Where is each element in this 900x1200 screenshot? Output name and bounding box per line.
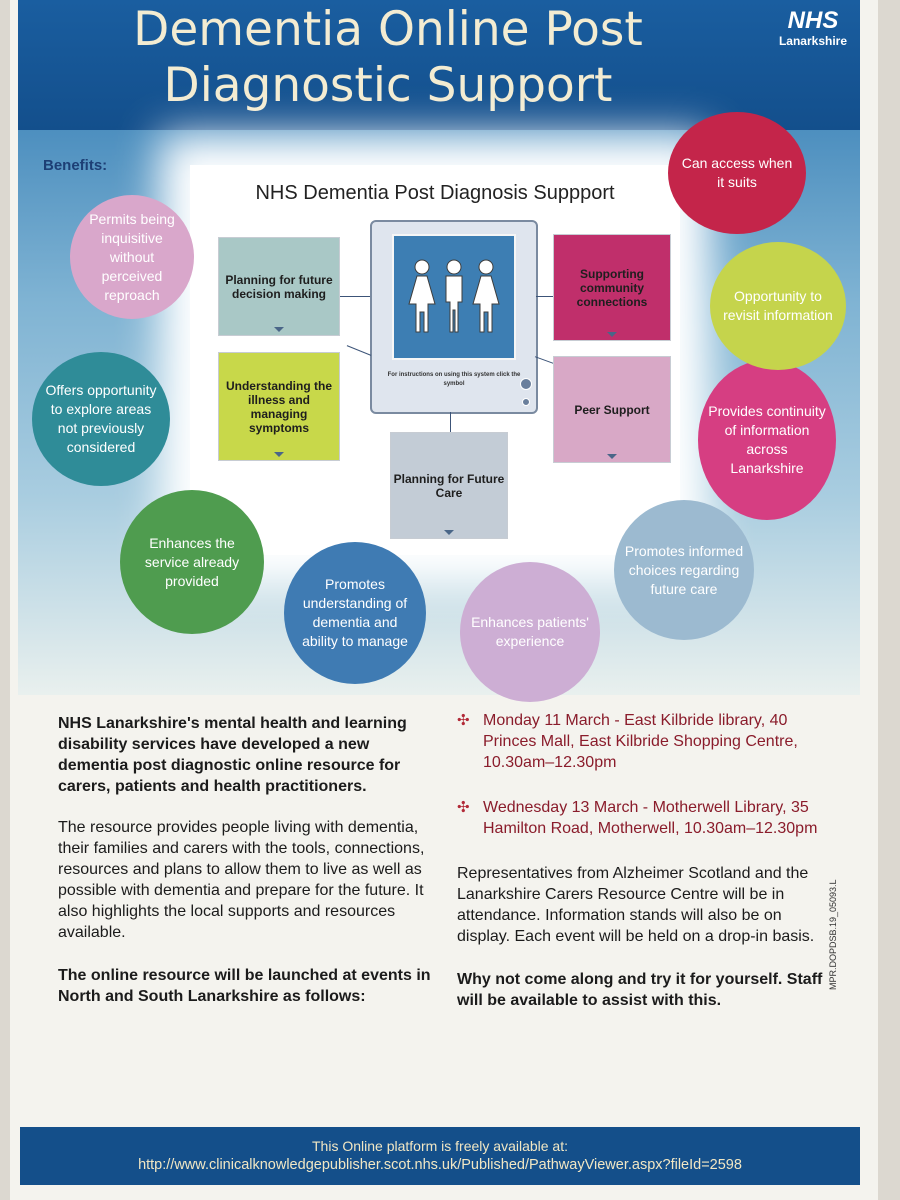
box-peer-label: Peer Support bbox=[574, 402, 650, 417]
body-paragraph: The resource provides people living with… bbox=[58, 819, 425, 941]
screen-note-line-1: For instructions on using this system cl… bbox=[387, 372, 521, 378]
box-understanding-label: Understanding the illness and managing s… bbox=[225, 378, 332, 435]
representatives-paragraph: Representatives from Alzheimer Scotland … bbox=[457, 865, 815, 945]
box-supporting-community[interactable]: Supporting community connections bbox=[553, 234, 671, 341]
benefit-circle-inquisitive: Permits being inquisitive without percei… bbox=[70, 195, 194, 319]
title-line-2: Diagnostic Support bbox=[163, 58, 613, 113]
left-column: NHS Lanarkshire's mental health and lear… bbox=[58, 713, 438, 1007]
box-planning-decision-making[interactable]: Planning for future decision making bbox=[218, 237, 340, 336]
screen-note-line-2: symbol bbox=[443, 381, 465, 387]
title-line-1: Dementia Online Post bbox=[133, 2, 643, 57]
expand-icon bbox=[274, 452, 284, 457]
leaflet-title: Dementia Online Post Diagnostic Support bbox=[18, 2, 758, 114]
document-code: MPR.DOPDSB.19_05093.L bbox=[828, 879, 838, 990]
benefit-circle-continuity: Provides continuity of information acros… bbox=[698, 360, 836, 520]
diagram-title: NHS Dementia Post Diagnosis Suppport bbox=[255, 182, 615, 204]
screen-image bbox=[392, 234, 516, 360]
box-future-care-label: Planning for Future Care bbox=[393, 471, 505, 500]
intro-paragraph: NHS Lanarkshire's mental health and lear… bbox=[58, 715, 407, 795]
expand-icon bbox=[444, 530, 454, 535]
screen-instructions: For instructions on using this system cl… bbox=[372, 372, 536, 387]
bullet-icon: ✣ bbox=[457, 799, 470, 816]
bullet-icon: ✣ bbox=[457, 712, 470, 729]
benefit-circle-access: Can access when it suits bbox=[668, 112, 806, 234]
benefits-graphic: Benefits: NHS Dementia Post Diagnosis Su… bbox=[18, 112, 860, 702]
box-understanding-illness[interactable]: Understanding the illness and managing s… bbox=[218, 352, 340, 461]
event-motherwell: ✣ Wednesday 13 March - Motherwell Librar… bbox=[457, 797, 837, 839]
arrow-to-future-care bbox=[450, 412, 451, 432]
benefit-circle-informed-choices: Promotes informed choices regarding futu… bbox=[614, 500, 754, 640]
nhs-logo-sub: Lanarkshire bbox=[778, 34, 848, 48]
footer-url[interactable]: http://www.clinicalknowledgepublisher.sc… bbox=[138, 1157, 742, 1173]
central-screen: For instructions on using this system cl… bbox=[370, 220, 538, 414]
header-banner: Dementia Online Post Diagnostic Support … bbox=[18, 0, 860, 130]
box-planning-decision-label: Planning for future decision making bbox=[225, 272, 333, 301]
benefit-circle-revisit: Opportunity to revisit information bbox=[710, 242, 846, 370]
nhs-logo-mark: NHS bbox=[787, 7, 839, 34]
box-community-label: Supporting community connections bbox=[576, 266, 648, 309]
launch-paragraph: The online resource will be launched at … bbox=[58, 967, 431, 1005]
benefit-circle-understanding: Promotes understanding of dementia and a… bbox=[284, 542, 426, 684]
benefit-circle-explore: Offers opportunity to explore areas not … bbox=[32, 352, 170, 486]
arrow-to-planning bbox=[340, 296, 370, 297]
expand-icon bbox=[607, 454, 617, 459]
right-column: ✣ Monday 11 March - East Kilbride librar… bbox=[457, 710, 837, 1011]
benefit-circle-enhances-service: Enhances the service already provided bbox=[120, 490, 264, 634]
box-planning-future-care[interactable]: Planning for Future Care bbox=[390, 432, 508, 539]
people-icon bbox=[408, 259, 500, 333]
event-east-kilbride: ✣ Monday 11 March - East Kilbride librar… bbox=[457, 710, 837, 773]
event-1-text: Monday 11 March - East Kilbride library,… bbox=[483, 712, 798, 771]
footer-line-1: This Online platform is freely available… bbox=[312, 1138, 568, 1154]
expand-icon bbox=[274, 327, 284, 332]
expand-icon bbox=[607, 332, 617, 337]
box-peer-support[interactable]: Peer Support bbox=[553, 356, 671, 463]
benefits-label: Benefits: bbox=[43, 157, 108, 174]
nhs-lanarkshire-logo: NHS Lanarkshire bbox=[776, 7, 850, 49]
footer-banner: This Online platform is freely available… bbox=[20, 1127, 860, 1185]
event-2-text: Wednesday 13 March - Motherwell Library,… bbox=[483, 799, 818, 837]
small-info-icon bbox=[522, 398, 530, 406]
info-icon[interactable] bbox=[520, 378, 532, 390]
benefit-circle-patients-experience: Enhances patients' experience bbox=[460, 562, 600, 702]
call-to-action: Why not come along and try it for yourse… bbox=[457, 971, 823, 1009]
